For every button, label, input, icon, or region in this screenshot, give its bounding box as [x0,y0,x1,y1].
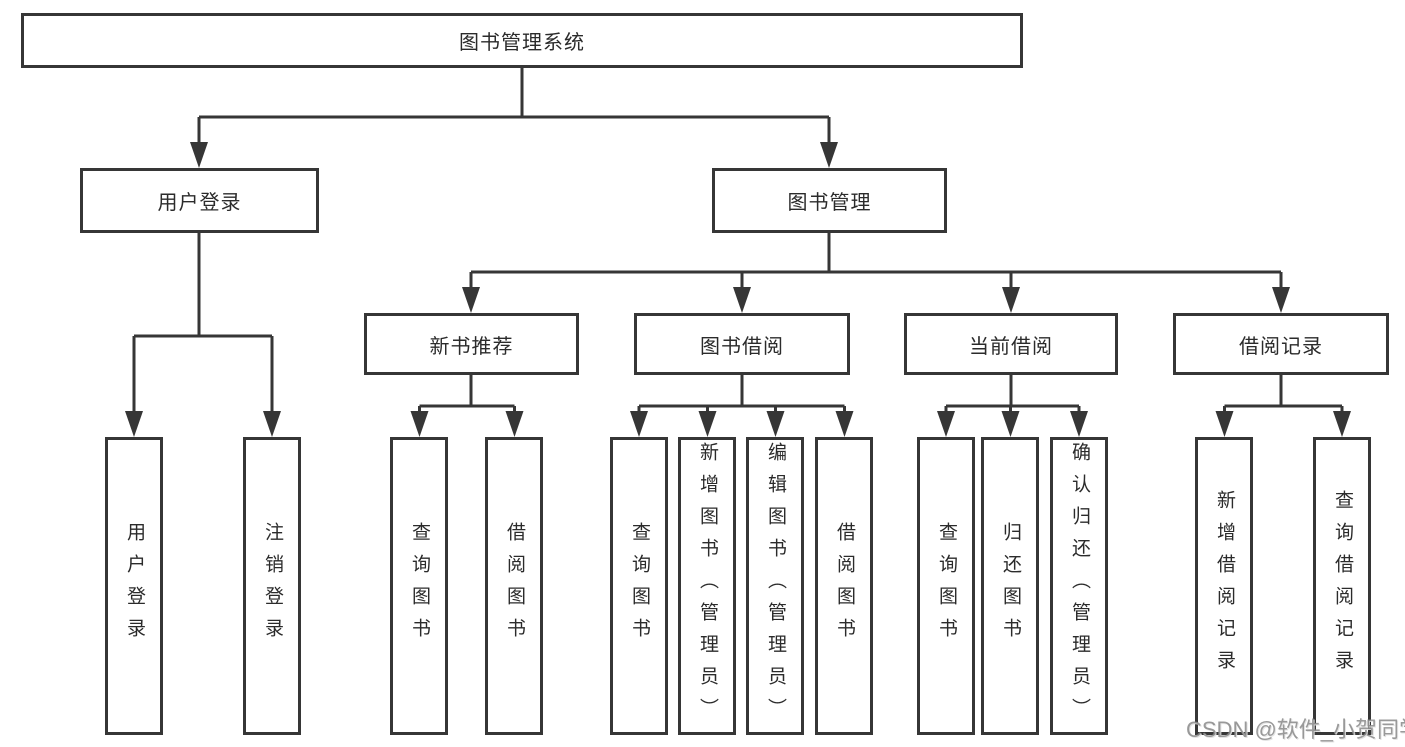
node-current-borrowing: 当前借阅 [904,313,1118,375]
leaf-query-books-borrowing: 查询图书 [610,437,668,735]
node-user-login: 用户登录 [80,168,319,233]
node-book-management: 图书管理 [712,168,947,233]
watermark: CSDN @软件_小贺同学 [1186,717,1405,742]
leaf-add-books-admin: 新增图书（管理员） [678,437,736,735]
node-book-borrowing: 图书借阅 [634,313,850,375]
leaf-query-books-current: 查询图书 [917,437,975,735]
leaf-borrow-books-borrowing: 借阅图书 [815,437,873,735]
leaf-return-books: 归还图书 [981,437,1039,735]
leaf-query-borrow-record: 查询借阅记录 [1313,437,1371,735]
leaf-confirm-return-admin: 确认归还（管理员） [1050,437,1108,735]
leaf-query-books-recommend: 查询图书 [390,437,448,735]
leaf-add-borrow-record: 新增借阅记录 [1195,437,1253,735]
node-root-system: 图书管理系统 [21,13,1023,68]
leaf-logout: 注销登录 [243,437,301,735]
leaf-edit-books-admin: 编辑图书（管理员） [746,437,804,735]
node-new-book-recommend: 新书推荐 [364,313,579,375]
leaf-user-login: 用户登录 [105,437,163,735]
node-borrowing-records: 借阅记录 [1173,313,1389,375]
leaf-borrow-books-recommend: 借阅图书 [485,437,543,735]
